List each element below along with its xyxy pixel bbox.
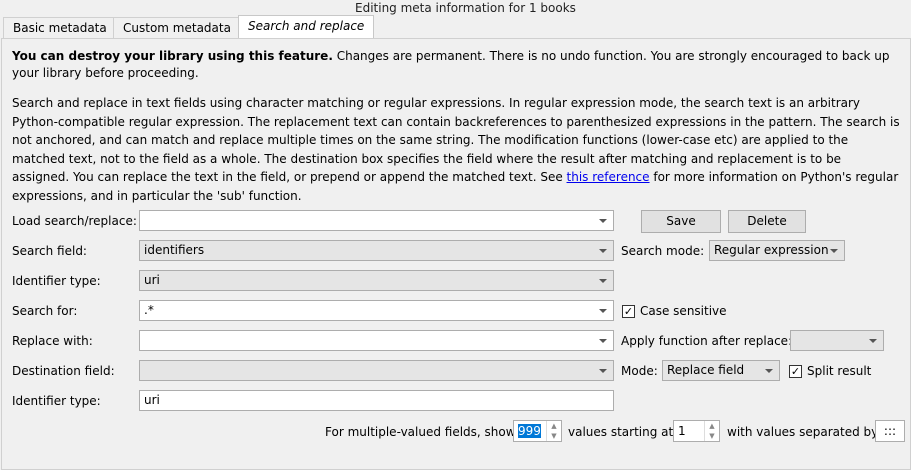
help-before: Search and replace in text fields using …: [12, 96, 900, 184]
mode-combo[interactable]: Replace field: [662, 360, 780, 381]
multi-label: For multiple-valued fields, show: [325, 425, 516, 439]
search-mode-label: Search mode:: [621, 244, 705, 258]
search-field-combo[interactable]: identifiers: [139, 240, 614, 261]
window-title: Editing meta information for 1 books: [355, 1, 576, 15]
show-count-value: 999: [518, 424, 541, 438]
dest-identifier-label: Identifier type:: [12, 394, 101, 408]
case-sensitive-label: Case sensitive: [640, 304, 727, 318]
delete-button[interactable]: Delete: [728, 210, 806, 233]
search-for-value: .*: [144, 303, 154, 317]
apply-function-label: Apply function after replace:: [621, 334, 793, 348]
chevron-down-icon: [599, 249, 607, 253]
chevron-down-icon: [599, 279, 607, 283]
replace-with-input[interactable]: [139, 330, 614, 351]
save-button[interactable]: Save: [641, 210, 721, 233]
search-field-label: Search field:: [12, 244, 87, 258]
replace-with-label: Replace with:: [12, 334, 93, 348]
help-text: Search and replace in text fields using …: [12, 94, 902, 205]
show-count-spinbox[interactable]: 999 ▲▼: [513, 420, 562, 442]
start-value: 1: [678, 424, 686, 438]
warning-rest: Changes are permanent. There is no undo …: [12, 49, 890, 80]
chevron-down-icon: [765, 369, 773, 373]
help-after: for more information on Python's regular…: [12, 170, 899, 203]
split-result-checkbox[interactable]: ✓: [789, 365, 802, 378]
chevron-down-icon: [599, 219, 607, 223]
chevron-down-icon: [599, 339, 607, 343]
destination-combo[interactable]: [139, 360, 614, 381]
tab-basic-metadata[interactable]: Basic metadata: [3, 17, 117, 39]
chevron-down-icon: [599, 309, 607, 313]
chevron-down-icon: [869, 339, 877, 343]
chevron-down-icon: [599, 369, 607, 373]
split-result-label: Split result: [807, 364, 872, 378]
identifier-type-combo[interactable]: uri: [139, 270, 614, 291]
search-for-label: Search for:: [12, 304, 78, 318]
tab-search-replace[interactable]: Search and replace: [238, 15, 375, 39]
apply-function-combo[interactable]: [790, 330, 884, 351]
identifier-type-label: Identifier type:: [12, 274, 101, 288]
starting-label: values starting at: [568, 425, 674, 439]
separator-label: with values separated by: [727, 425, 879, 439]
spin-arrows-icon[interactable]: ▲▼: [546, 421, 561, 441]
spin-arrows-icon[interactable]: ▲▼: [704, 421, 719, 441]
mode-label: Mode:: [621, 364, 658, 378]
reference-link[interactable]: this reference: [566, 170, 650, 184]
warning-bold: You can destroy your library using this …: [12, 49, 333, 63]
warning-text: You can destroy your library using this …: [12, 48, 902, 82]
search-field-value: identifiers: [144, 243, 205, 257]
destination-label: Destination field:: [12, 364, 115, 378]
load-label: Load search/replace:: [12, 214, 137, 228]
tab-custom-metadata[interactable]: Custom metadata: [113, 17, 241, 39]
start-value-spinbox[interactable]: 1 ▲▼: [673, 420, 720, 442]
case-sensitive-checkbox[interactable]: ✓: [622, 305, 635, 318]
separator-input[interactable]: :::: [875, 420, 905, 442]
search-mode-combo[interactable]: Regular expression: [709, 240, 845, 261]
chevron-down-icon: [830, 249, 838, 253]
mode-value: Replace field: [667, 363, 745, 377]
search-for-input[interactable]: .*: [139, 300, 614, 321]
load-combo[interactable]: [139, 210, 614, 231]
identifier-type-value: uri: [144, 273, 160, 287]
dest-identifier-input[interactable]: uri: [139, 390, 614, 411]
search-mode-value: Regular expression: [714, 243, 829, 257]
